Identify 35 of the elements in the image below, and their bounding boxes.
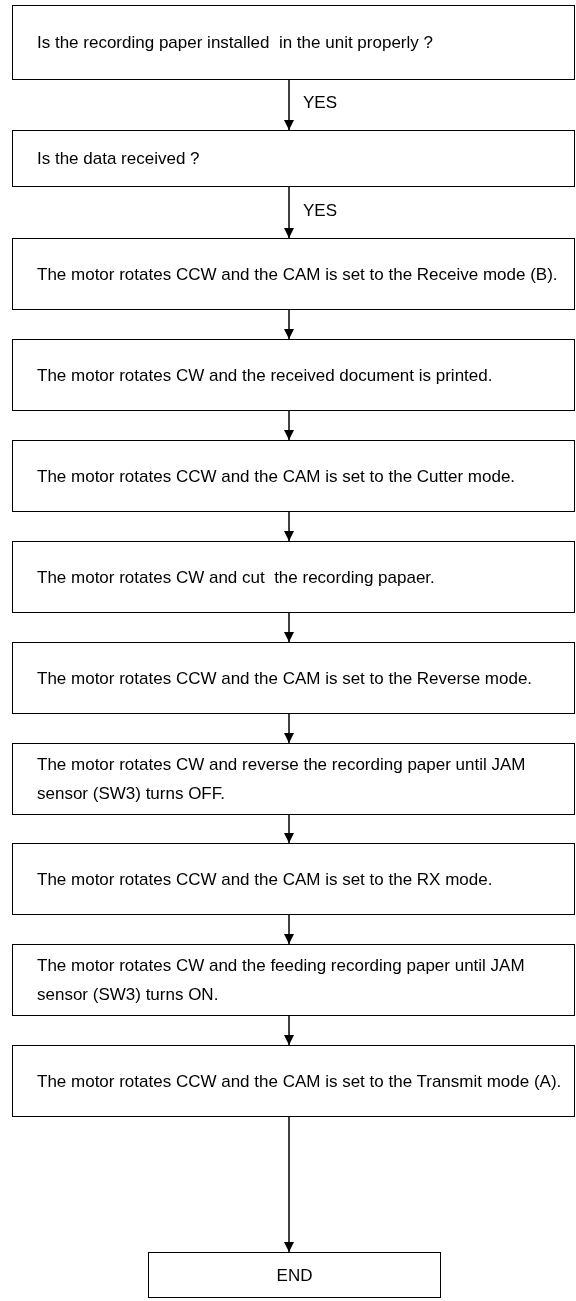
step-text: The motor rotates CW and reverse the recording paper until JAM sensor (SW3) turns OFF. <box>37 754 527 805</box>
process-box <box>12 238 575 310</box>
step-text: The motor rotates CCW and the CAM is set to the Cutter mode. <box>37 465 516 488</box>
step-text: The motor rotates CW and the received document is printed. <box>37 364 493 387</box>
arrow <box>284 713 294 744</box>
arrow <box>284 1116 294 1253</box>
step-text: Is the data received ? <box>37 148 200 170</box>
step-text: The motor rotates CW and the feeding recording paper until JAM sensor (SW3) turns ON. <box>37 955 526 1006</box>
arrow <box>284 1015 294 1046</box>
process-box <box>12 642 575 714</box>
process-box <box>12 130 575 187</box>
arrow <box>284 814 294 844</box>
step-text: The motor rotates CW and cut the recording papaer. <box>37 566 435 589</box>
step-text: The motor rotates CCW and the CAM is set to the Reverse mode. <box>37 667 533 690</box>
arrow <box>284 186 294 239</box>
step-text: Is the recording paper installed in the unit properly ? <box>37 32 433 54</box>
step-text: The motor rotates CCW and the CAM is set to the RX mode. <box>37 868 493 891</box>
process-box <box>12 5 575 80</box>
process-box <box>12 743 575 815</box>
arrow <box>284 914 294 945</box>
process-box <box>12 339 575 411</box>
arrow <box>284 511 294 542</box>
arrow <box>284 612 294 643</box>
process-box <box>12 1045 575 1117</box>
step-text: The motor rotates CCW and the CAM is set to the Receive mode (B). <box>37 263 558 286</box>
process-box <box>148 1252 441 1298</box>
process-box <box>12 541 575 613</box>
step-text: END <box>276 1264 313 1287</box>
step-text: The motor rotates CCW and the CAM is set to the Transmit mode (A). <box>37 1070 562 1093</box>
process-box <box>12 440 575 512</box>
process-box <box>12 944 575 1016</box>
arrow <box>284 410 294 441</box>
arrow <box>284 79 294 131</box>
process-box <box>12 843 575 915</box>
arrow <box>284 309 294 340</box>
